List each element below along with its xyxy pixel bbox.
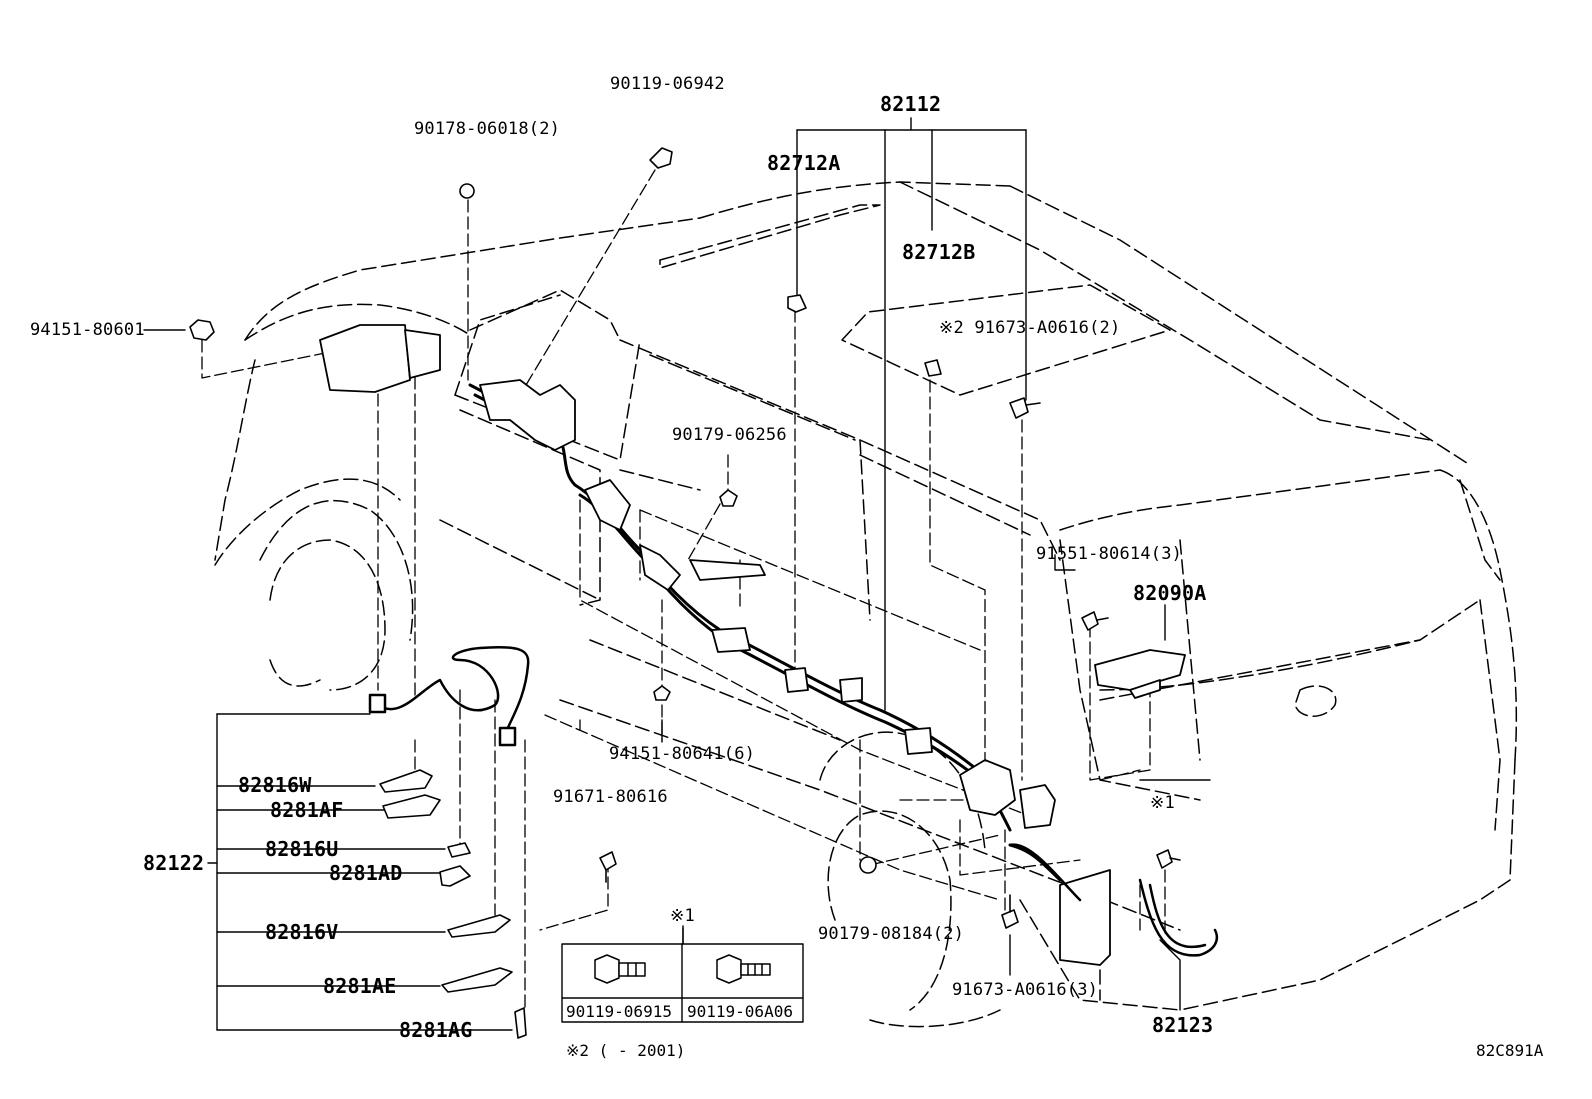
label-82816W: 82816W xyxy=(238,773,312,797)
label-8281AD: 8281AD xyxy=(329,861,403,885)
label-8281AE: 8281AE xyxy=(323,974,397,998)
label-94151-80601: 94151-80601 xyxy=(30,320,145,340)
label-82712A: 82712A xyxy=(767,151,841,175)
harness-components xyxy=(319,324,1186,966)
label-90178-06018: 90178-06018(2) xyxy=(414,119,561,139)
diagram-code: 82C891A xyxy=(1476,1041,1544,1060)
note-mark-1-table: ※1 xyxy=(670,906,695,926)
label-82816V: 82816V xyxy=(265,920,339,944)
label-8281AG: 8281AG xyxy=(399,1018,473,1042)
note-table-bolt-icons xyxy=(594,954,771,984)
label-91671-80616: 91671-80616 xyxy=(553,787,668,807)
rear-wire-82123 xyxy=(1008,843,1219,957)
note-table-part-right: 90119-06A06 xyxy=(687,1002,793,1021)
label-91551-80614: 91551-80614(3) xyxy=(1036,544,1183,564)
small-fasteners xyxy=(189,147,1181,929)
note-table-part-left: 90119-06915 xyxy=(566,1002,672,1021)
label-82112: 82112 xyxy=(880,92,942,116)
label-8281AF: 8281AF xyxy=(270,798,344,822)
label-91673-A0616-2: ※2 91673-A0616(2) xyxy=(939,318,1121,338)
label-82122: 82122 xyxy=(143,851,205,875)
label-82712B: 82712B xyxy=(902,240,976,264)
label-90119-06942: 90119-06942 xyxy=(610,74,725,94)
retainer-clips xyxy=(379,769,527,1039)
label-82816U: 82816U xyxy=(265,837,339,861)
loose-wire-harness xyxy=(368,645,530,747)
label-90179-08184: 90179-08184(2) xyxy=(818,924,965,944)
label-82123: 82123 xyxy=(1152,1013,1214,1037)
vehicle-body-outline xyxy=(214,181,1518,1028)
label-90179-06256: 90179-06256 xyxy=(672,425,787,445)
note-mark-1-rear: ※1 xyxy=(1150,793,1175,813)
label-94151-80641: 94151-80641(6) xyxy=(609,744,756,764)
footnote-2: ※2 ( - 2001) xyxy=(566,1041,686,1060)
label-91673-A0616-3: 91673-A0616(3) xyxy=(952,980,1099,1000)
label-82090A: 82090A xyxy=(1133,581,1207,605)
